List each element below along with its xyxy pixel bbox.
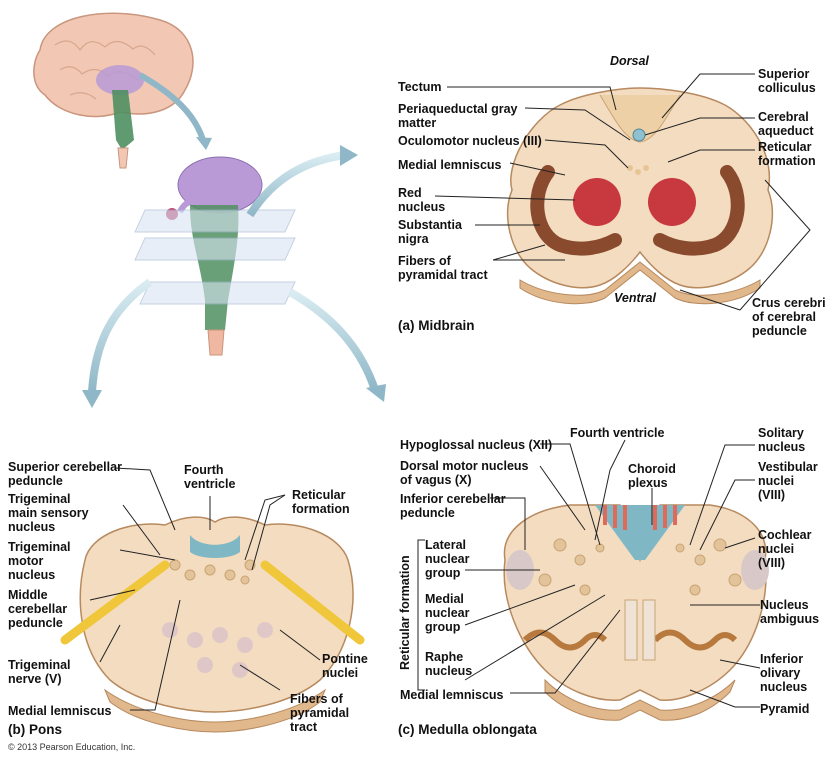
pons-pyramidal-fibers-label: Fibers of pyramidal tract (290, 692, 349, 734)
superior-colliculus-label: Superior colliculus (758, 67, 816, 95)
superior-cerebellar-peduncle-label: Superior cerebellar peduncle (8, 460, 122, 488)
pons-reticular-formation-label: Reticular formation (292, 488, 350, 516)
midbrain-pyramidal-fibers-label: Fibers of pyramidal tract (398, 254, 488, 282)
medulla-title: (c) Medulla oblongata (398, 722, 537, 737)
reticular-formation-bracket-label: Reticular formation (398, 555, 412, 670)
midbrain-section (508, 88, 773, 304)
arrow-to-midbrain (250, 155, 345, 215)
midbrain-title: (a) Midbrain (398, 318, 475, 333)
raphe-nucleus-label: Raphe nucleus (425, 650, 472, 678)
vestibular-nuclei-label: Vestibular nuclei (VIII) (758, 460, 818, 502)
choroid-plexus-label: Choroid plexus (628, 462, 676, 490)
midbrain-reticular-formation-label: Reticular formation (758, 140, 816, 168)
solitary-nucleus-label: Solitary nucleus (758, 426, 805, 454)
midbrain-medial-lemniscus-label: Medial lemniscus (398, 158, 502, 172)
trigeminal-motor-nucleus-label: Trigeminal motor nucleus (8, 540, 71, 582)
tectum-label: Tectum (398, 80, 442, 94)
inferior-olivary-nucleus-label: Inferior olivary nucleus (760, 652, 807, 694)
substantia-nigra-label: Substantia nigra (398, 218, 462, 246)
dorsal-motor-nucleus-vagus-label: Dorsal motor nucleus of vagus (X) (400, 459, 529, 487)
trigeminal-sensory-nucleus-label: Trigeminal main sensory nucleus (8, 492, 89, 534)
crus-cerebri-label: Crus cerebri of cerebral peduncle (752, 296, 826, 338)
medulla-medial-lemniscus-label: Medial lemniscus (400, 688, 504, 702)
copyright-notice: © 2013 Pearson Education, Inc. (8, 742, 135, 752)
red-nucleus-label: Red nucleus (398, 186, 445, 214)
oculomotor-nucleus-label: Oculomotor nucleus (III) (398, 134, 542, 148)
medial-nuclear-group-label: Medial nuclear group (425, 592, 469, 634)
middle-cerebellar-peduncle-label: Middle cerebellar peduncle (8, 588, 67, 630)
inferior-cerebellar-peduncle-label: Inferior cerebellar peduncle (400, 492, 506, 520)
pons-medial-lemniscus-label: Medial lemniscus (8, 704, 112, 718)
periaqueductal-gray-label: Periaqueductal gray matter (398, 102, 518, 130)
medulla-fourth-ventricle-label: Fourth ventricle (570, 426, 664, 440)
ventral-label: Ventral (614, 291, 656, 305)
cerebral-aqueduct-label: Cerebral aqueduct (758, 110, 814, 138)
cochlear-nuclei-label: Cochlear nuclei (VIII) (758, 528, 812, 570)
medulla-section (504, 505, 769, 720)
pons-title: (b) Pons (8, 722, 62, 737)
trigeminal-nerve-label: Trigeminal nerve (V) (8, 658, 71, 686)
pons-fourth-ventricle-label: Fourth ventricle (184, 463, 235, 491)
pyramid-label: Pyramid (760, 702, 809, 716)
nucleus-ambiguus-label: Nucleus ambiguus (760, 598, 819, 626)
pontine-nuclei-label: Pontine nuclei (322, 652, 368, 680)
arrow-to-pons (92, 282, 150, 392)
hypoglossal-nucleus-label: Hypoglossal nucleus (XII) (400, 438, 552, 452)
lateral-nuclear-group-label: Lateral nuclear group (425, 538, 469, 580)
dorsal-label: Dorsal (610, 54, 649, 68)
arrow-to-medulla (290, 292, 375, 390)
